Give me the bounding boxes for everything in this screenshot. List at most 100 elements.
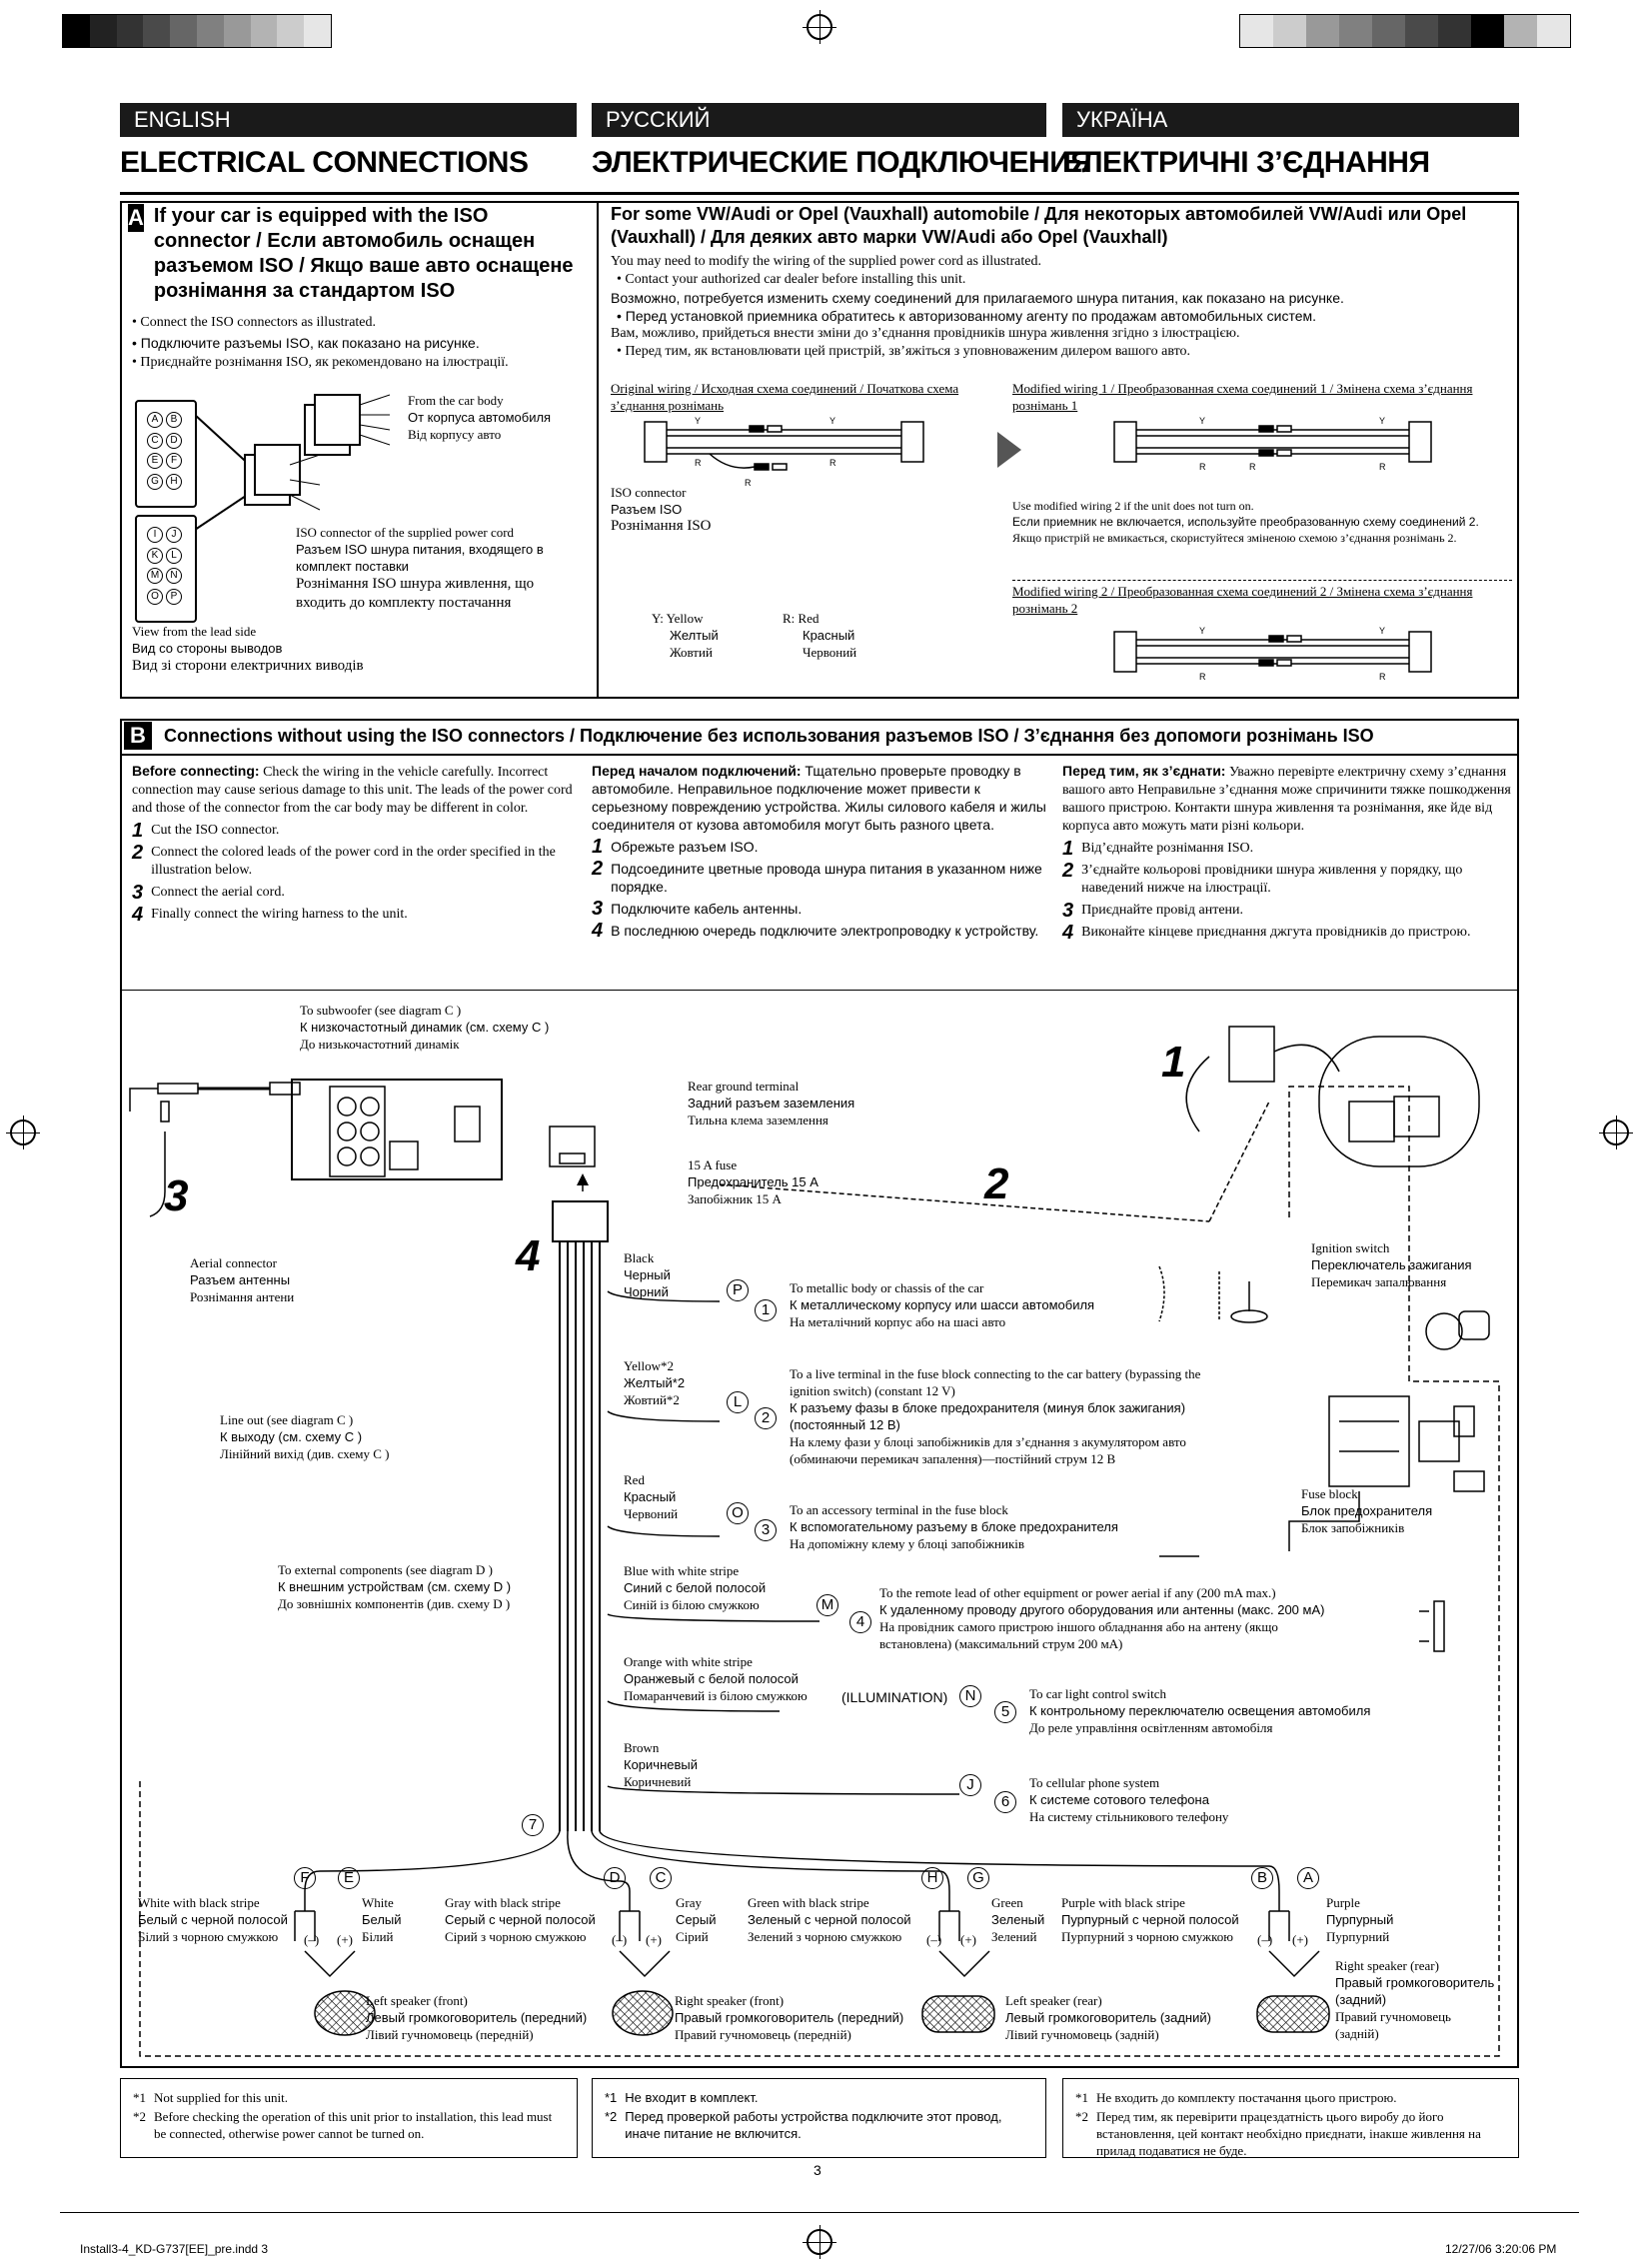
registration-mark-icon xyxy=(803,10,836,44)
original-wiring-diagram: Y Y R R R xyxy=(644,416,924,488)
dest-4-label: To the remote lead of other equipment or… xyxy=(879,1585,1325,1651)
speaker-letter-h: H xyxy=(921,1867,943,1889)
wire-r-label: R xyxy=(829,458,836,468)
title-english: ELECTRICAL CONNECTIONS xyxy=(120,146,529,179)
iso-pin-block-top: A B C D E F G H xyxy=(135,400,197,508)
tab-ukrainian: УКРАЇНА xyxy=(1062,103,1519,137)
footer-timestamp: 12/27/06 3:20:06 PM xyxy=(1445,2242,1557,2256)
iso-supplied-label: ISO connector of the supplied power cord… xyxy=(296,525,544,611)
use-modified-note: Use modified wiring 2 if the unit does n… xyxy=(1012,499,1479,545)
registration-mark-icon xyxy=(803,2225,836,2259)
polarity-minus: (–) xyxy=(612,1932,628,1947)
color-bar-right xyxy=(1239,14,1571,48)
wire-number-7: 7 xyxy=(522,1814,544,1836)
section-a-badge: A xyxy=(128,204,144,232)
polarity-plus: (+) xyxy=(960,1932,976,1947)
section-a-bullets: Connect the ISO connectors as illustrate… xyxy=(132,312,592,374)
section-a-divider xyxy=(597,201,599,699)
instructions-english: Before connecting: Check the wiring in t… xyxy=(132,763,573,926)
modified-wiring-2-label: Modified wiring 2 / Преобразованная схем… xyxy=(1012,580,1512,617)
arrow-right-icon xyxy=(997,432,1021,468)
wire-y-label: Y xyxy=(1199,416,1205,426)
wire-number-4: 4 xyxy=(849,1611,871,1633)
right-speaker-rear-label: Right speaker (rear)Правый громкоговорит… xyxy=(1335,1958,1495,2041)
section-b-rule xyxy=(120,754,1519,756)
tab-english: ENGLISH xyxy=(120,103,577,137)
wire-y-label: Y xyxy=(695,416,701,426)
registration-mark-icon xyxy=(6,1116,40,1149)
section-a-heading: A If your car is equipped with the ISO c… xyxy=(128,204,574,302)
subwoofer-label: To subwoofer (see diagram C )К низкочаст… xyxy=(300,1003,550,1052)
dest-3-label: To an accessory terminal in the fuse blo… xyxy=(790,1502,1118,1551)
vw-heading: For some VW/Audi or Opel (Vauxhall) auto… xyxy=(611,204,1467,247)
instructions-ukrainian: Перед тим, як з’єднати: Уважно перевірте… xyxy=(1062,763,1511,944)
wire-r-label: R xyxy=(695,458,702,468)
wire-number-1: 1 xyxy=(755,1299,777,1321)
vw-instructions: You may need to modify the wiring of the… xyxy=(611,254,1344,359)
right-speaker-front-label: Right speaker (front)Правый громкоговори… xyxy=(675,1993,904,2042)
wire-letter-o: O xyxy=(727,1502,749,1524)
section-b-heading: B Connections without using the ISO conn… xyxy=(124,722,1513,750)
speaker-letter-g: G xyxy=(967,1867,989,1889)
wire-letter-l: L xyxy=(727,1391,749,1413)
wire-r-label: R xyxy=(1379,672,1386,682)
section-a xyxy=(120,201,1519,699)
instructions-russian: Перед началом подключений: Тщательно про… xyxy=(592,763,1046,942)
polarity-plus: (+) xyxy=(1292,1932,1308,1947)
wire-y-label: Y xyxy=(829,416,835,426)
iso-connector-illustration xyxy=(195,394,391,531)
illumination-label: (ILLUMINATION) xyxy=(841,1689,948,1705)
wire-r-label: R xyxy=(1199,672,1206,682)
wire-letter-j: J xyxy=(959,1774,981,1796)
wire-number-6: 6 xyxy=(994,1791,1016,1813)
step-mark-1: 1 xyxy=(1161,1038,1186,1087)
speaker-letter-f: F xyxy=(294,1867,316,1889)
polarity-minus: (–) xyxy=(926,1932,942,1947)
wire-y-label: Y xyxy=(1379,416,1385,426)
speaker-letter-b: B xyxy=(1251,1867,1273,1889)
color-bar-left xyxy=(62,14,332,48)
speaker-letter-d: D xyxy=(604,1867,626,1889)
speaker-letter-c: C xyxy=(650,1867,672,1889)
speaker-letter-e: E xyxy=(338,1867,360,1889)
step-mark-4: 4 xyxy=(516,1231,541,1280)
original-wiring-label: Original wiring / Исходная схема соедине… xyxy=(611,381,959,413)
line-out-label: Line out (see diagram C )К выходу (см. с… xyxy=(220,1412,390,1461)
footer-rule xyxy=(60,2212,1579,2213)
wire-r-label: R xyxy=(1379,462,1386,472)
wire-y-label: Y xyxy=(1379,626,1385,636)
registration-mark-icon xyxy=(1599,1116,1633,1149)
wire-r-label: R xyxy=(1249,462,1256,472)
external-components-label: To external components (see diagram D )К… xyxy=(278,1562,512,1611)
polarity-minus: (–) xyxy=(1257,1932,1273,1947)
wire-r-label: R xyxy=(745,478,752,488)
title-russian: ЭЛЕКТРИЧЕСКИЕ ПОДКЛЮЧЕНИЯ xyxy=(592,146,1092,179)
title-ukrainian: ЕЛЕКТРИЧНІ З’ЄДНАННЯ xyxy=(1062,146,1430,179)
page-number: 3 xyxy=(814,2162,821,2178)
title-rule xyxy=(120,192,1519,195)
